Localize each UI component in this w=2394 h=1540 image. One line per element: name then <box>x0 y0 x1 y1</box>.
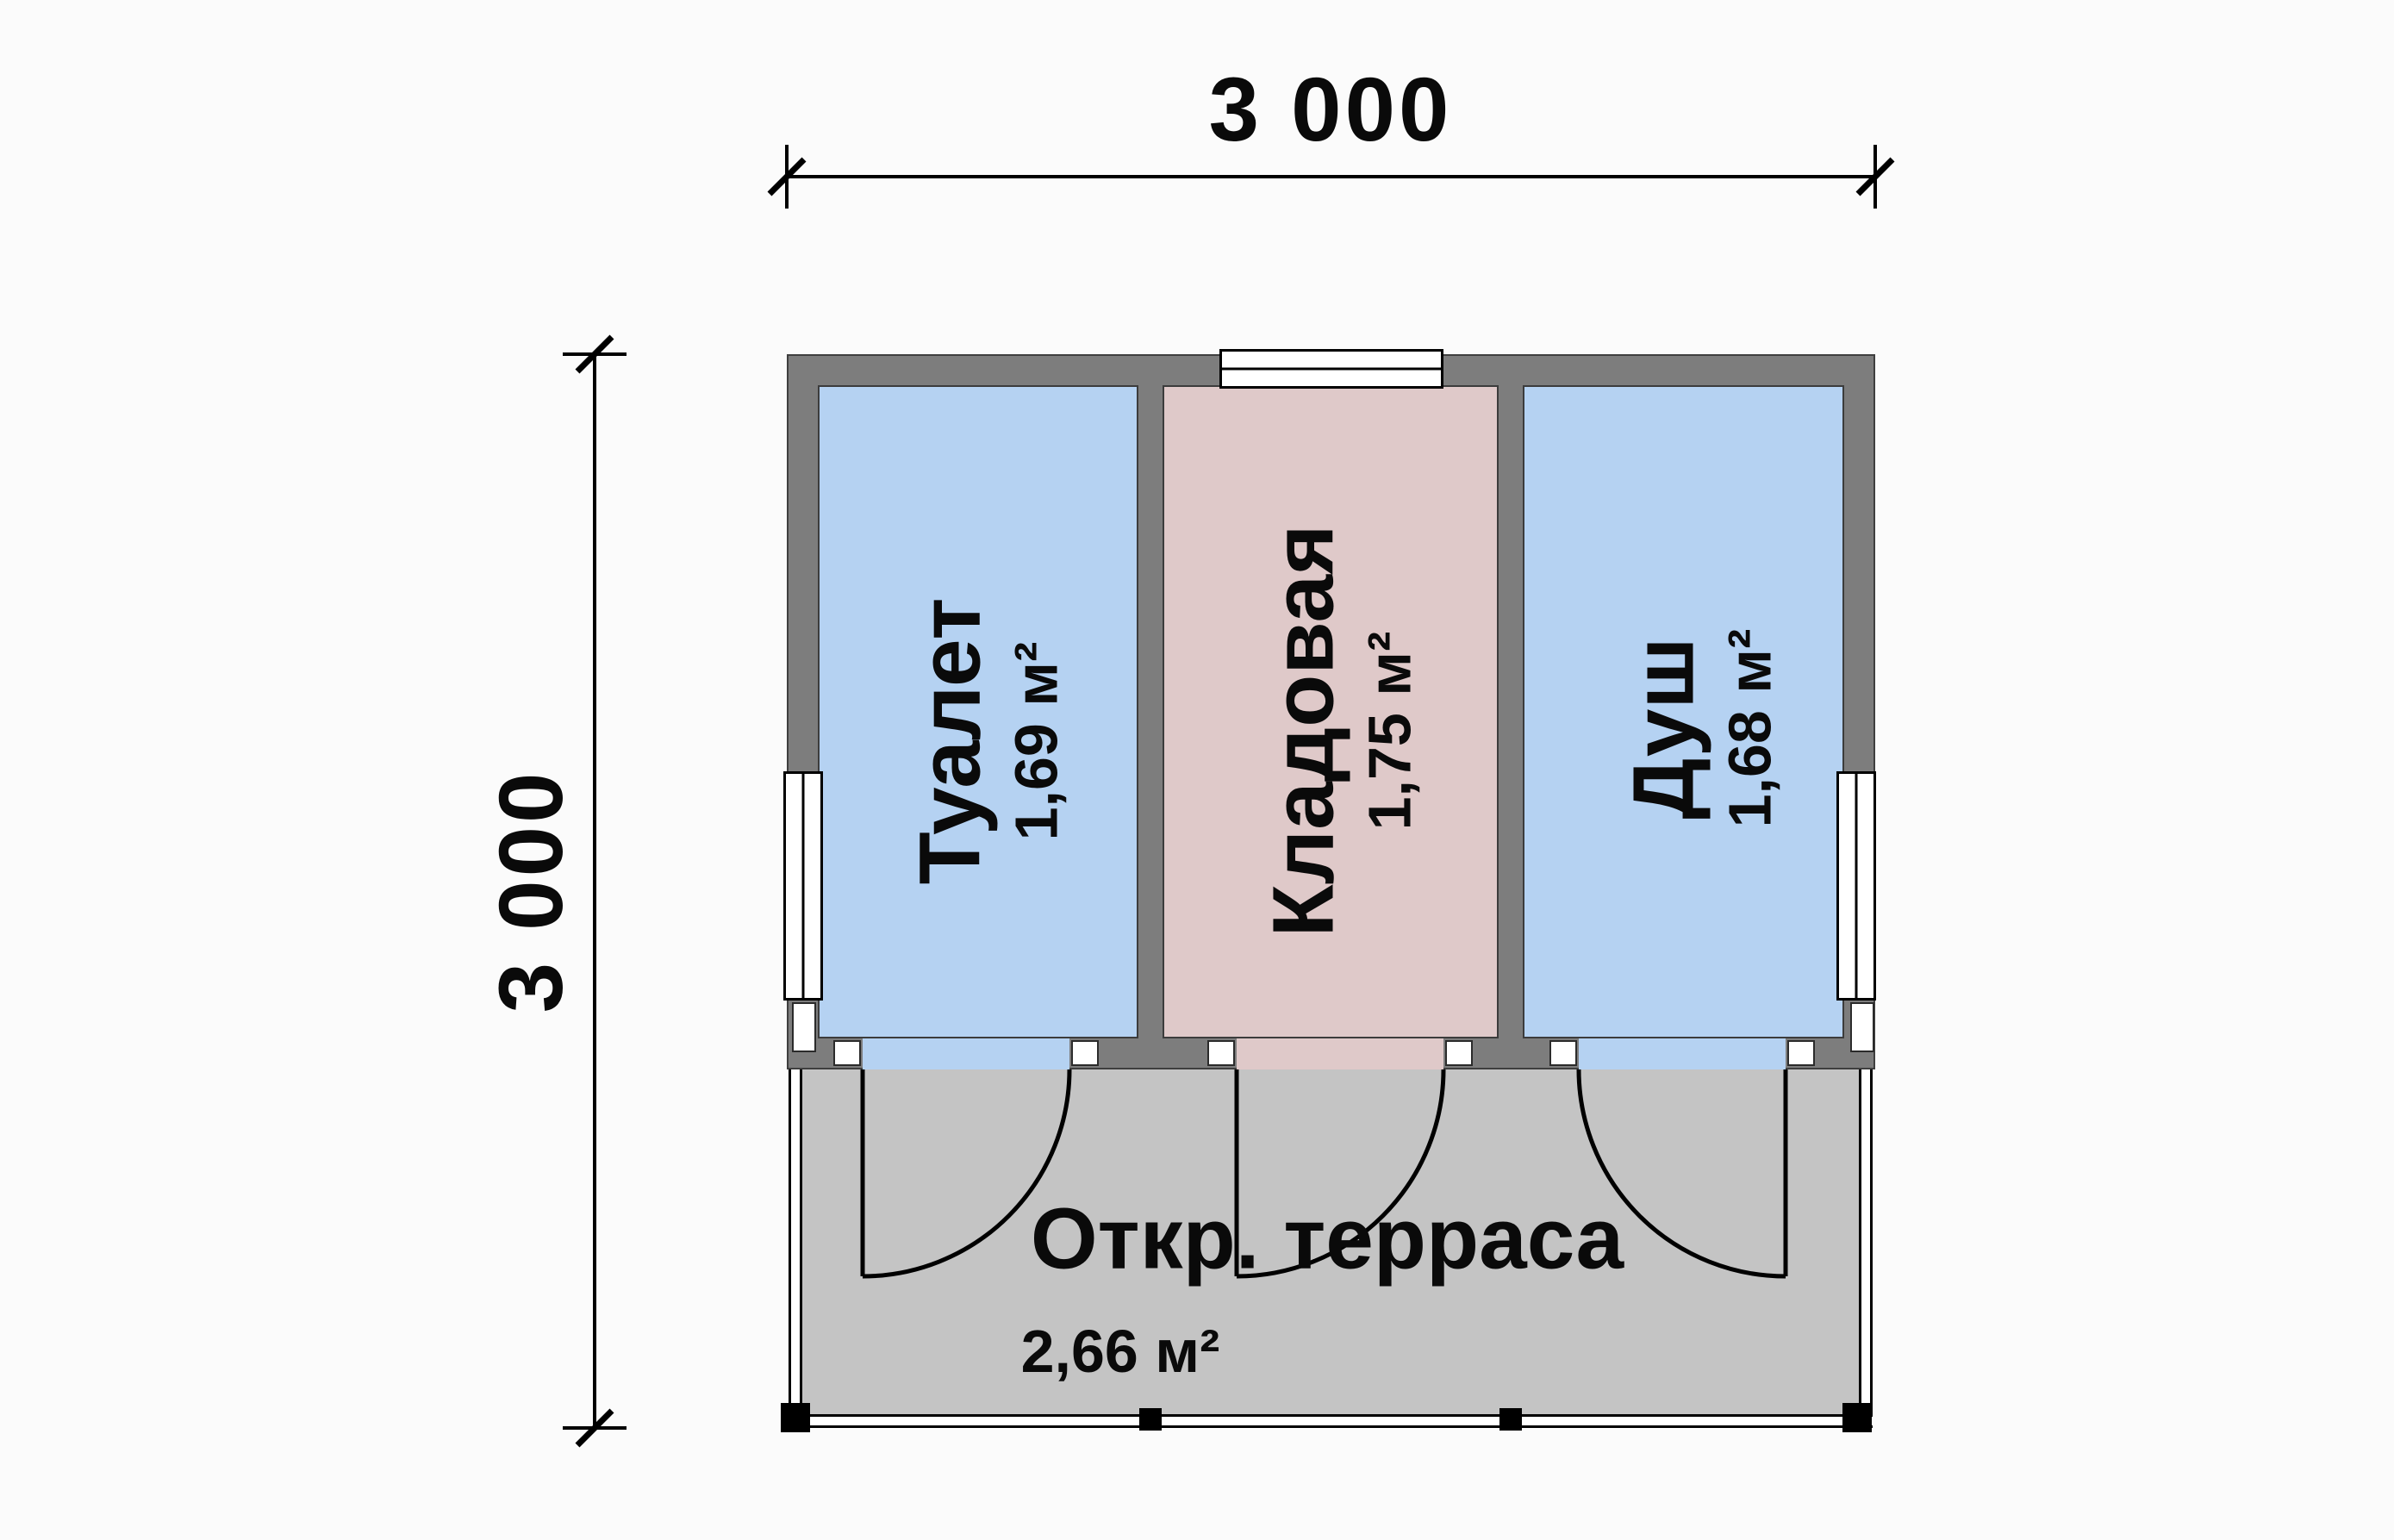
terrace-left-edge <box>789 1069 802 1428</box>
window-top <box>1219 349 1443 389</box>
room-label-storage: Кладовая 1,75 м² <box>1255 524 1431 938</box>
room-name: Туалет <box>901 597 999 885</box>
window-glass-line <box>1221 367 1442 371</box>
terrace-front-edge <box>789 1414 1873 1428</box>
door-jamb <box>1787 1040 1815 1066</box>
room-label-shower: Душ 1,68 м² <box>1615 628 1791 828</box>
window-glass-line <box>1855 773 1858 999</box>
room-shower-floor <box>1523 385 1844 1038</box>
dimension-tick <box>1855 157 1895 196</box>
room-name: Кладовая <box>1255 524 1352 938</box>
terrace-name-label: Откр. терраса <box>1030 1190 1624 1287</box>
door-jamb <box>833 1040 861 1066</box>
room-area: 1,69 м² <box>1002 641 1070 841</box>
terrace-post <box>1139 1408 1162 1431</box>
door-opening-storage <box>1237 1038 1443 1069</box>
door-swings <box>860 1069 1788 1279</box>
dimension-top-lines <box>767 145 1895 209</box>
terrace-area-label: 2,66 м² <box>1020 1318 1220 1385</box>
room-label-toilet: Туалет 1,69 м² <box>901 597 1077 885</box>
wall-end-notch <box>792 1002 816 1052</box>
room-area: 1,75 м² <box>1356 631 1424 831</box>
terrace-right-edge <box>1859 1069 1873 1428</box>
room-storage-floor <box>1163 385 1499 1038</box>
door-jamb <box>1071 1040 1099 1066</box>
dimension-left-lines <box>563 334 627 1448</box>
door-arc-shower <box>1576 1069 1786 1279</box>
dimension-tick <box>575 1408 614 1448</box>
window-right <box>1836 771 1876 1001</box>
door-jamb <box>1549 1040 1577 1066</box>
dimension-left-label: 3 000 <box>481 769 582 1013</box>
door-opening-toilet <box>863 1038 1069 1069</box>
terrace-post <box>781 1403 810 1432</box>
door-arc-toilet <box>862 1069 1072 1279</box>
terrace-post <box>1842 1403 1872 1432</box>
wall-end-notch <box>1850 1002 1874 1052</box>
window-glass-line <box>801 773 805 999</box>
door-arc-storage <box>1236 1069 1446 1279</box>
dimension-tick <box>767 157 807 196</box>
door-opening-shower <box>1579 1038 1786 1069</box>
room-name: Душ <box>1615 637 1712 820</box>
door-jamb <box>1207 1040 1235 1066</box>
room-toilet-floor <box>818 385 1138 1038</box>
dimension-top-label: 3 000 <box>1208 59 1453 160</box>
window-left <box>783 771 823 1001</box>
door-jamb <box>1445 1040 1473 1066</box>
terrace-post <box>1499 1408 1522 1431</box>
room-area: 1,68 м² <box>1716 628 1784 828</box>
dimension-tick <box>575 334 614 374</box>
